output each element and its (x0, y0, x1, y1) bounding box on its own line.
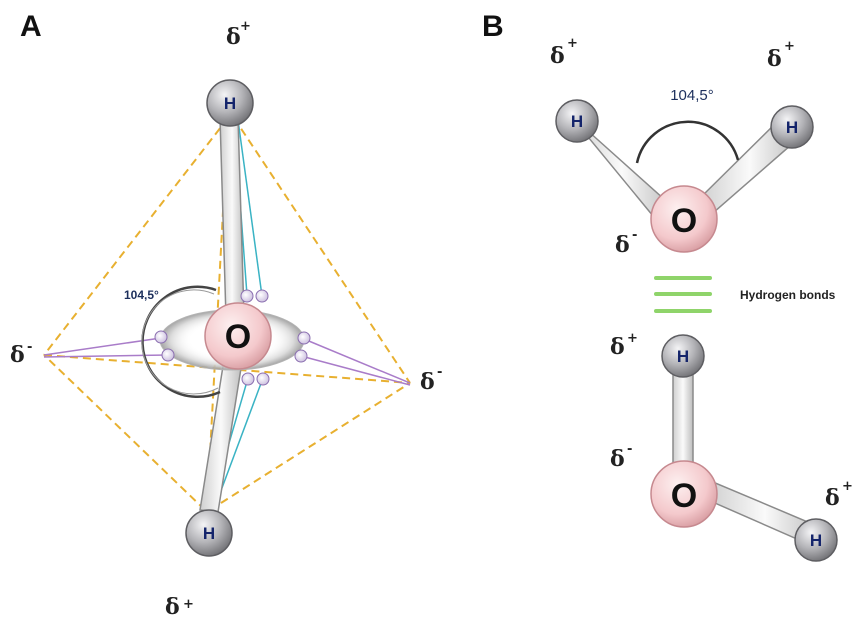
lone-pair-dot (240, 289, 254, 303)
charge-sign-plus: + (627, 331, 638, 346)
lone-pair-dot (297, 331, 311, 345)
charge-sign-minus: - (437, 365, 442, 380)
hydrogen-label-b-lower-top: H (677, 347, 689, 366)
charge-sign-minus: - (627, 442, 632, 457)
edge-bottom-left (43, 354, 206, 511)
oxygen-label-a: O (225, 318, 251, 356)
angle-label-a: 104,5° (124, 288, 159, 302)
panel-b: B 104,5° O H H δ + δ + δ - (482, 10, 853, 562)
charge-b-lower-right: δ + (825, 479, 853, 511)
oxygen-label-b-upper: O (671, 202, 697, 240)
hydrogen-atom-b-lower-right (794, 518, 838, 562)
edge-bottom-right (209, 382, 411, 511)
purple-line-left-2 (43, 354, 169, 358)
delta-symbol: δ (610, 446, 625, 472)
lone-pair-dots (154, 289, 311, 386)
charge-sign-plus: + (240, 19, 251, 34)
charge-sign-plus: + (784, 39, 795, 54)
hydrogen-bond-lines (654, 276, 712, 313)
bond-a-top (219, 117, 245, 319)
hydrogen-label-b-upper-left: H (571, 112, 583, 131)
oxygen-atom-b-lower (650, 460, 718, 528)
bonds-a (199, 117, 245, 513)
lone-pair-dot (294, 349, 308, 363)
charge-b-upper-oxygen: δ - (615, 228, 637, 258)
charge-b-lower-oxygen: δ - (610, 442, 632, 472)
delta-symbol: δ (420, 369, 435, 395)
charge-sign-plus: + (183, 597, 194, 612)
charge-a-left: δ - (10, 340, 32, 368)
angle-label-b: 104,5° (670, 87, 714, 104)
hydrogen-atom-b-lower-top (661, 334, 705, 378)
panel-a-label: A (20, 10, 42, 43)
hydrogen-label-a-top: H (224, 94, 236, 113)
angle-arc-a-shadow (141, 289, 219, 395)
hydrogen-atom-b-upper-left (555, 99, 599, 143)
oxygen-label-b-lower: O (671, 477, 697, 515)
charge-a-top: δ + (226, 19, 251, 50)
hydrogen-atom-a-top (206, 79, 254, 127)
hydrogen-atom-a-bottom (185, 509, 233, 557)
hydrogen-label-b-upper-right: H (786, 118, 798, 137)
bond-a-bottom (199, 359, 243, 513)
lone-pair-dot (255, 289, 269, 303)
panel-b-label: B (482, 10, 504, 43)
charge-b-upper-right: δ + (767, 39, 795, 72)
delta-symbol: δ (10, 342, 25, 368)
edge-top-right (233, 117, 411, 384)
charge-sign-minus: - (632, 228, 637, 243)
delta-symbol: δ (615, 232, 630, 258)
lone-pair-dot (161, 348, 175, 362)
charge-a-right: δ - (420, 365, 442, 395)
hydrogen-bonds-label: Hydrogen bonds (740, 288, 836, 302)
charge-b-upper-left: δ + (550, 36, 578, 69)
cyan-line-top-2 (237, 119, 263, 297)
oxygen-atom-b-upper (650, 185, 718, 253)
delta-symbol: δ (165, 594, 180, 620)
charge-a-bottom: δ + (165, 594, 194, 620)
hydrogen-label-a-bottom: H (203, 524, 215, 543)
purple-line-right-1 (303, 338, 411, 384)
hydrogen-label-b-lower-right: H (810, 531, 822, 550)
lone-pair-dot (154, 330, 168, 344)
hydrogen-atom-b-upper-right (770, 105, 814, 149)
oxygen-atom-a (204, 302, 272, 370)
charge-sign-plus: + (567, 36, 578, 51)
charge-sign-minus: - (27, 340, 32, 355)
angle-arc-b (635, 120, 740, 164)
charge-sign-plus: + (842, 479, 853, 494)
charge-b-lower-top: δ + (610, 331, 638, 360)
panel-a: A 104,5° (10, 10, 442, 620)
delta-symbol: δ (226, 24, 241, 50)
delta-symbol: δ (610, 334, 625, 360)
delta-symbol: δ (825, 485, 840, 511)
lone-pair-dot (256, 372, 270, 386)
purple-line-right-2 (300, 355, 411, 386)
edge-top-left (43, 117, 229, 356)
lone-pair-dot (241, 372, 255, 386)
angle-arc-a (141, 285, 221, 399)
delta-symbol: δ (550, 43, 565, 69)
delta-symbol: δ (767, 46, 782, 72)
